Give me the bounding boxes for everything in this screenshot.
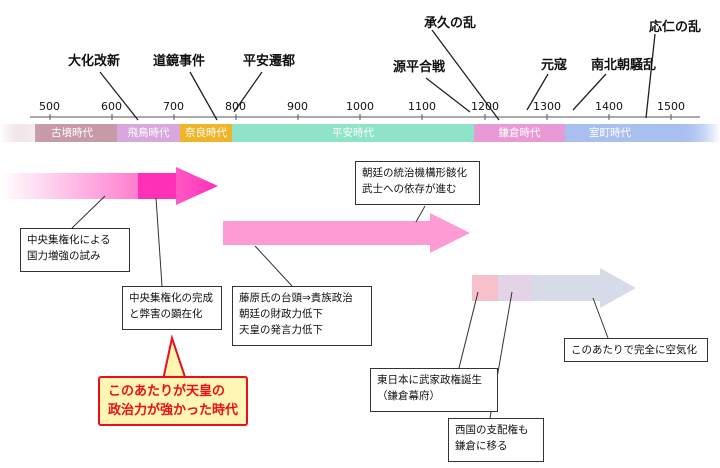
note-line: と弊害の顕在化 [129,308,203,320]
event-dokyo: 道鏡事件 [153,54,206,69]
highlight-line: 政治力が強かった時代 [108,403,239,418]
era-bar-kofun [35,124,117,142]
note-centralization-attempt: 中央集権化による 国力増強の試み [20,228,130,272]
era-bar-nara [180,124,232,142]
era-nara: 奈良時代 [185,127,227,139]
note-line: （鎌倉幕府） [377,390,440,402]
arrow-asuka-nara [0,167,218,205]
note-irrelevance: このあたりで完全に空気化 [564,338,708,362]
era-muromachi: 室町時代 [589,127,631,139]
event-genpei: 源平合戦 [393,60,446,75]
era-bar-asuka [117,124,180,142]
event-genko: 元寇 [541,58,568,73]
highlight-callout: このあたりが天皇の 政治力が強かった時代 [98,376,248,426]
note-fujiwara-rise: 藤原氏の台頭⇒貴族政治 朝廷の財政力低下 天皇の発言力低下 [232,286,372,346]
year-1300: 1300 [533,100,561,113]
event-onin: 応仁の乱 [649,20,702,35]
note-line: 鎌倉に移る [455,440,508,452]
event-nanboku: 南北朝騒乱 [591,58,657,73]
note-line: 朝廷の統治機構形骸化 [362,167,467,179]
era-kamakura: 鎌倉時代 [498,127,541,139]
note-western-control: 西国の支配権も 鎌倉に移る [448,418,544,462]
year-1000: 1000 [346,100,374,113]
year-1100: 1100 [408,100,436,113]
note-kamakura-shogunate: 東日本に武家政権誕生 （鎌倉幕府） [370,368,498,412]
note-line: 中央集権化による [27,234,111,246]
note-line: 朝廷の財政力低下 [239,308,323,320]
year-1400: 1400 [595,100,623,113]
note-line: 中央集権化の完成 [129,292,213,304]
year-500: 500 [39,100,60,113]
era-kofun: 古墳時代 [51,127,93,139]
year-600: 600 [101,100,122,113]
event-leaders [99,29,656,121]
event-taika: 大化改新 [68,54,121,69]
callout-tail [161,334,188,381]
event-heian-sento: 平安遷都 [243,54,296,69]
year-900: 900 [287,100,308,113]
note-court-hollowing: 朝廷の統治機構形骸化 武士への依存が進む [355,161,480,205]
era-heian: 平安時代 [332,127,374,139]
note-centralization-complete: 中央集権化の完成 と弊害の顕在化 [122,286,222,330]
note-line: 武士への依存が進む [362,183,457,195]
era-asuka: 飛鳥時代 [127,127,170,139]
note-line: このあたりで完全に空気化 [571,344,697,356]
year-1200: 1200 [471,100,499,113]
era-bar-kamakura [474,124,565,142]
note-line: 東日本に武家政権誕生 [377,374,482,386]
note-connectors [71,195,609,419]
note-line: 西国の支配権も [455,424,529,436]
highlight-line: このあたりが天皇の [108,384,226,399]
event-jokyu: 承久の乱 [424,16,477,31]
year-700: 700 [163,100,184,113]
arrow-heian [223,213,470,253]
year-1500: 1500 [657,100,685,113]
note-line: 国力増強の試み [27,250,101,262]
year-800: 800 [225,100,246,113]
note-line: 藤原氏の台頭⇒貴族政治 [239,292,353,304]
era-bar-heian [232,124,474,142]
year-ticks [49,114,672,120]
note-line: 天皇の発言力低下 [239,324,323,336]
